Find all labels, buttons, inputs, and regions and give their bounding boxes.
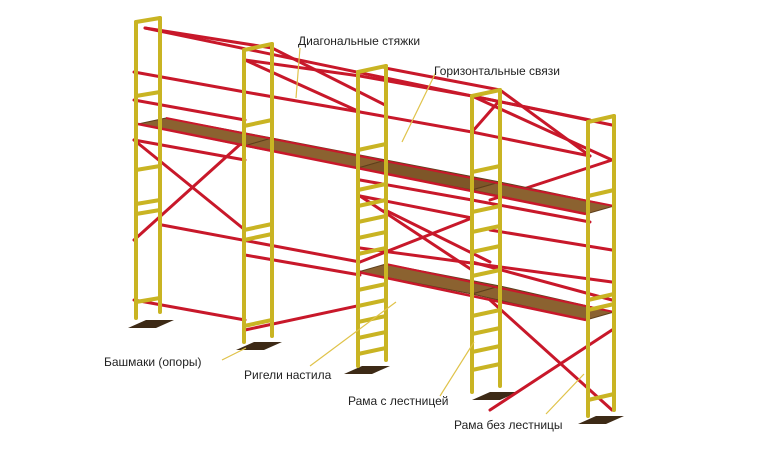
base-plate	[472, 392, 518, 400]
base-plate	[578, 416, 624, 424]
base-plate	[344, 366, 390, 374]
label-diagonal-ties: Диагональные стяжки	[298, 34, 421, 48]
label-frame-without-ladder: Рама без лестницы	[454, 418, 563, 432]
deck-board	[357, 263, 501, 295]
base-plates	[128, 320, 624, 424]
label-base-plates: Башмаки (опоры)	[104, 355, 202, 369]
deck-board	[243, 137, 387, 169]
leader-lines	[221, 47, 585, 415]
label-horizontal-links: Горизонтальные связи	[434, 64, 560, 78]
base-plate	[236, 342, 282, 350]
label-frame-with-ladder: Рама с лестницей	[348, 394, 449, 408]
label-deck-beams: Ригели настила	[244, 368, 332, 382]
base-plate	[128, 320, 174, 328]
frames	[134, 16, 616, 418]
decks	[137, 117, 615, 322]
